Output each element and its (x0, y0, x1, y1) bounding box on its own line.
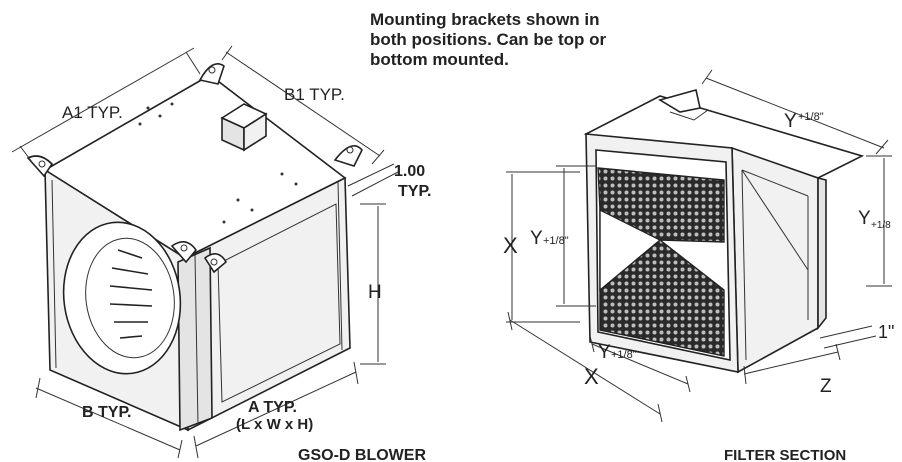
dim-gap-typ-label: TYP. (398, 183, 432, 200)
dim-b1-label: B1 TYP. (284, 85, 345, 104)
blower-caption: GSO-D BLOWER (298, 447, 426, 462)
filter-drawing: Y +1/8" Y +1/8 X Y +1/8" Y +1/8" X 1" Z … (503, 69, 894, 462)
dim-y-bottom-sup: +1/8" (611, 349, 637, 361)
blower-wheel-blades-icon (109, 249, 153, 339)
blower-corner-post (177, 246, 213, 432)
dim-b-label: B TYP. (82, 404, 132, 421)
dim-lwh-label: (L x W x H) (236, 416, 313, 433)
dim-one-inch-label: 1" (878, 322, 894, 342)
mounting-bracket-icon (26, 63, 363, 274)
blower-drawing: A1 TYP. B1 TYP. 1.00 TYP. H B TYP. A TYP… (11, 45, 432, 462)
dim-y-top-sup: +1/8" (798, 111, 824, 123)
blower-inlet-ring (62, 221, 182, 375)
dim-h-label: H (368, 282, 382, 303)
mounting-note-line-2: both positions. Can be top or (370, 30, 607, 49)
mounting-note-line-1: Mounting brackets shown in (370, 10, 600, 29)
dim-x-bottom-label: X (584, 364, 599, 389)
dim-y-top-label: Y (784, 111, 797, 132)
dim-gap-value-label: 1.00 (394, 163, 425, 180)
dim-y-right-label: Y (858, 208, 871, 229)
filter-side-face (731, 146, 819, 374)
mounting-note-line-3: bottom mounted. (370, 50, 509, 69)
filter-caption: FILTER SECTION (724, 447, 846, 462)
dim-y-bottom-label: Y (598, 342, 611, 363)
blower-outlet-stub (220, 103, 268, 152)
dim-a-label: A TYP. (248, 399, 297, 416)
dim-y-right-sup: +1/8 (871, 220, 891, 231)
dim-y-inner-label: Y (530, 228, 543, 249)
dim-x-left-label: X (503, 233, 518, 258)
dim-a1-label: A1 TYP. (62, 103, 123, 122)
mounting-note: Mounting brackets shown in both position… (370, 10, 700, 70)
dim-y-inner-sup: +1/8" (543, 235, 569, 247)
dim-z-label: Z (820, 376, 832, 397)
